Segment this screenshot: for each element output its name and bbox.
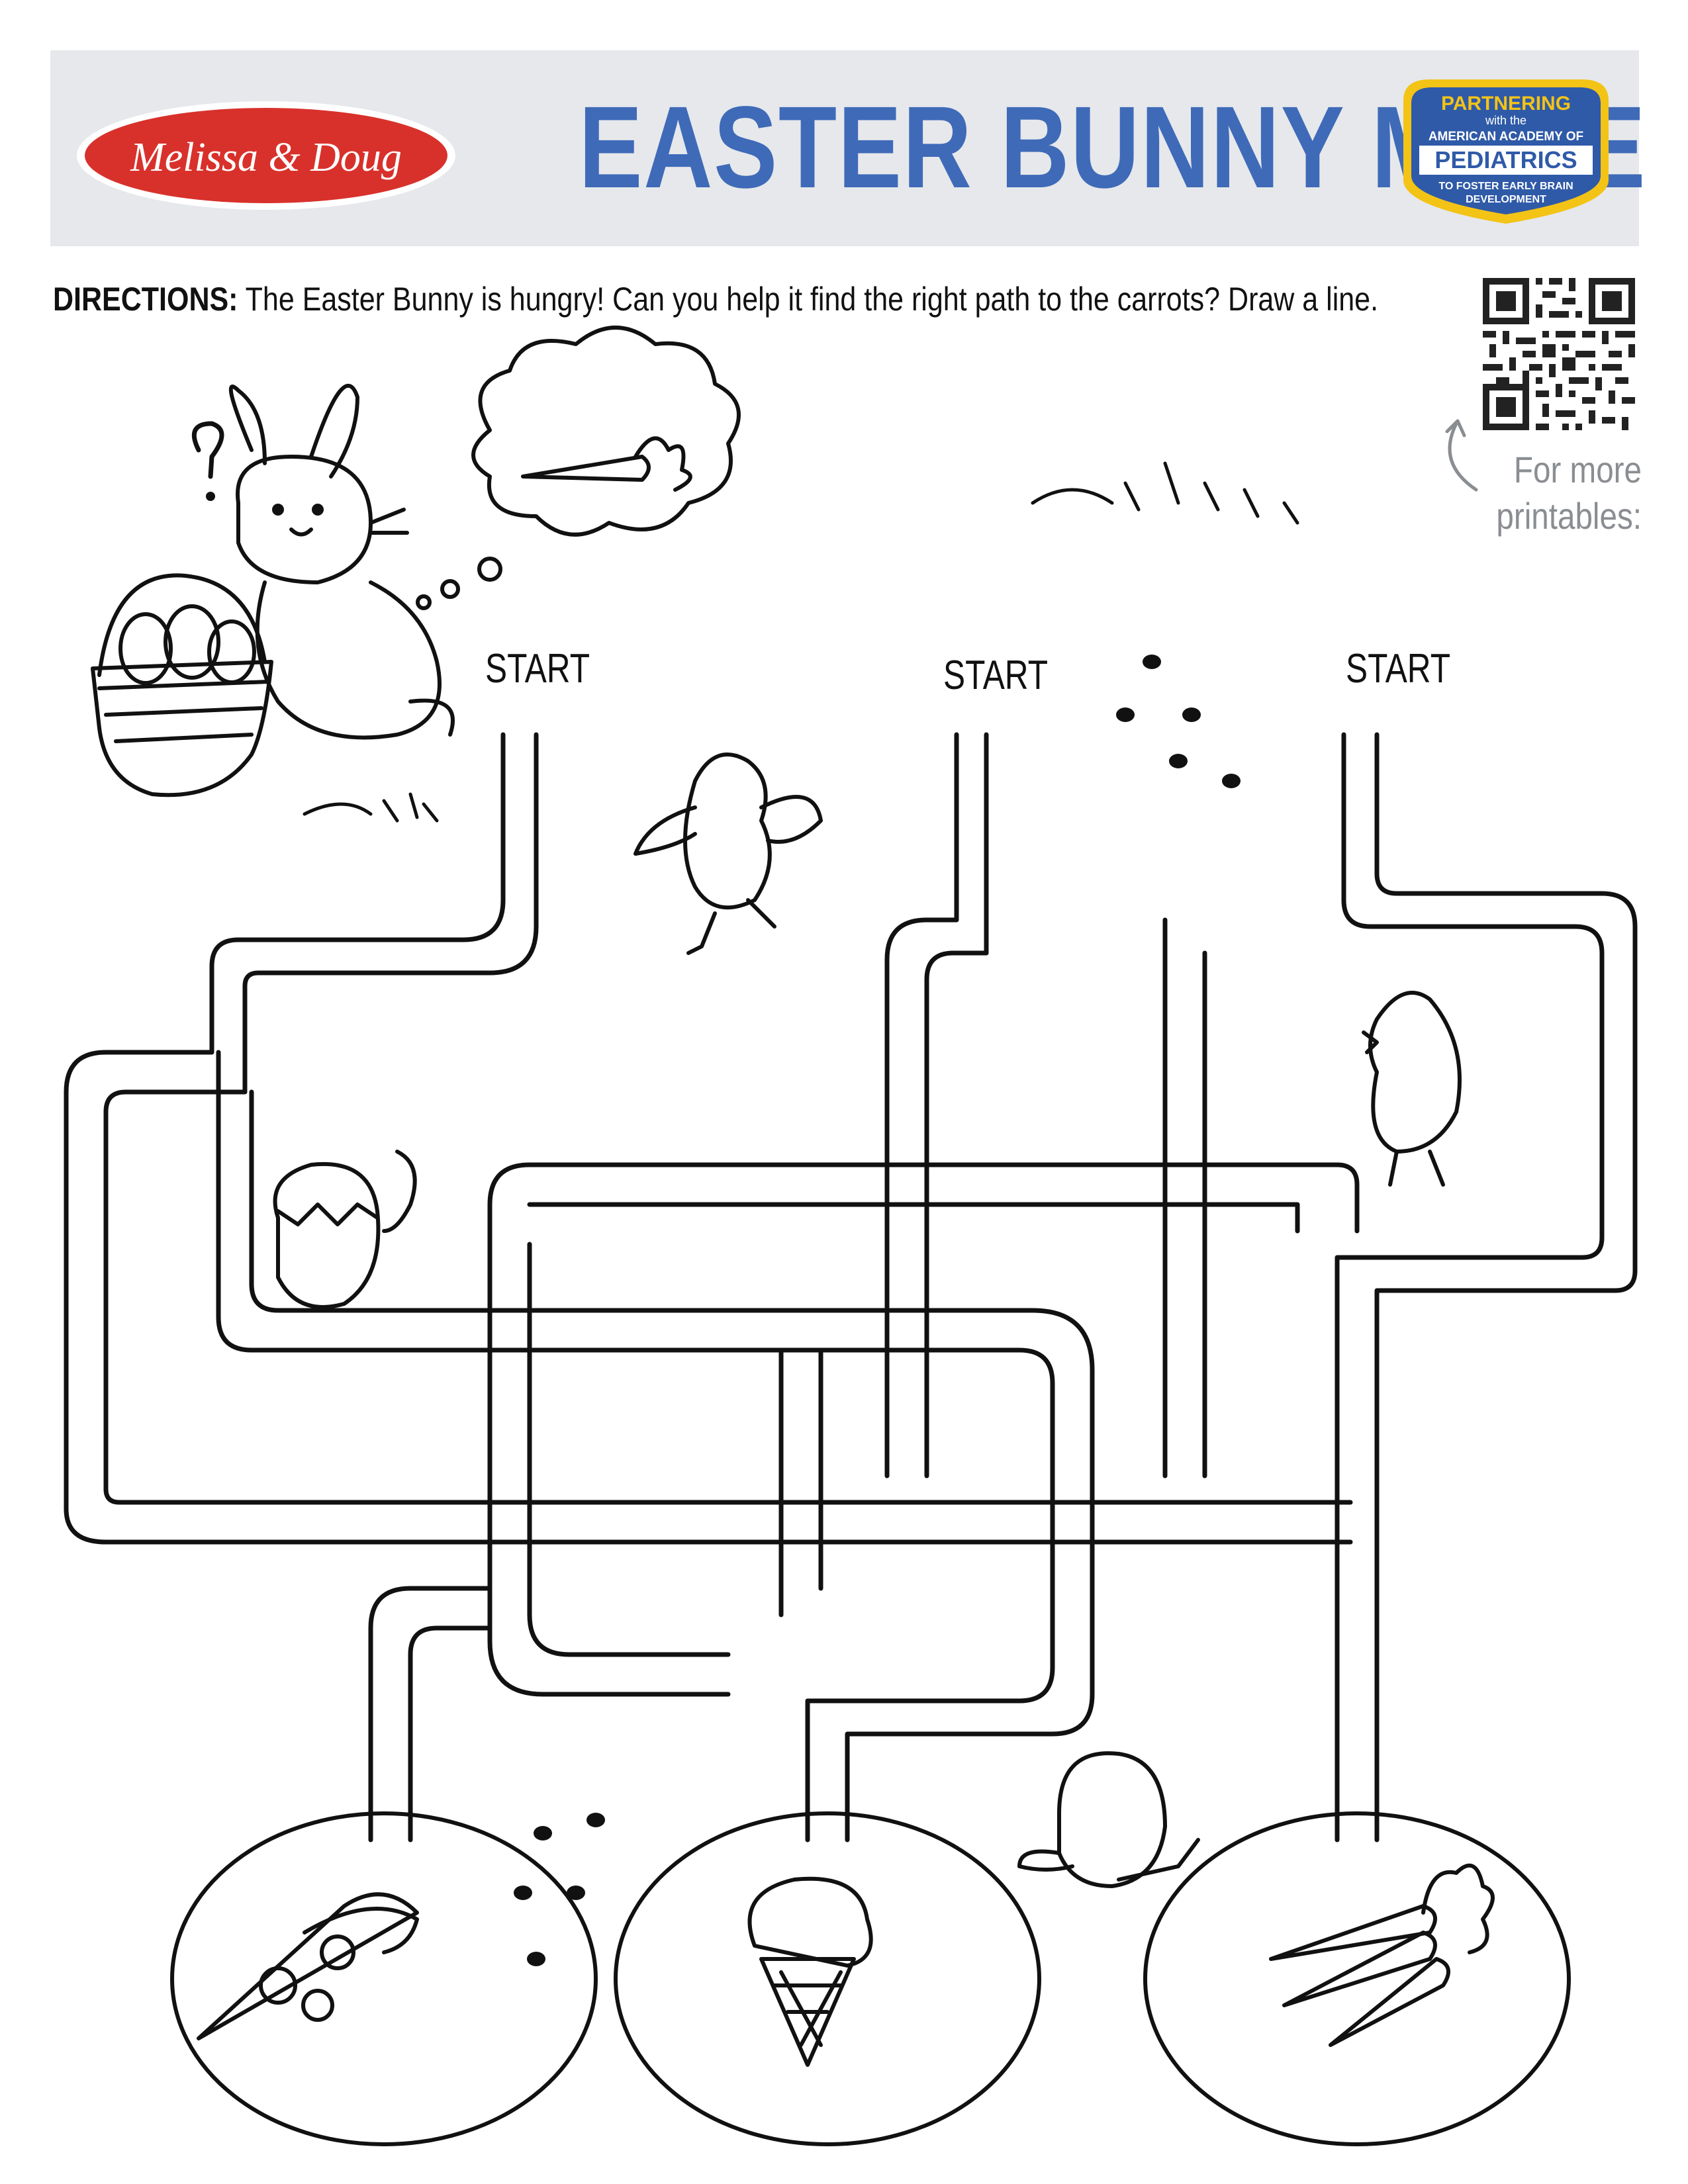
paw-prints-icon xyxy=(514,655,1241,1966)
bunny-icon xyxy=(191,383,455,740)
endpoint-carrots xyxy=(1143,1811,1571,2146)
directions-label: DIRECTIONS: xyxy=(53,281,238,318)
endpoint-pizza xyxy=(170,1811,598,2146)
start-label-1: START xyxy=(485,646,590,692)
chick-icon xyxy=(633,752,823,955)
start-label-3: START xyxy=(1346,646,1451,692)
maze-illustration xyxy=(0,251,1688,2171)
more-printables-caption: For more printables: xyxy=(1496,449,1642,537)
badge-academy: AMERICAN ACADEMY OF xyxy=(1429,130,1583,144)
qr-pointer-arrow xyxy=(1448,422,1478,492)
badge-development: DEVELOPMENT xyxy=(1466,194,1546,205)
chick-icon xyxy=(1362,991,1462,1187)
badge-with-the: with the xyxy=(1485,114,1526,127)
carrot-icon xyxy=(521,455,651,482)
qr-code[interactable] xyxy=(1483,278,1635,430)
badge-pediatrics: PEDIATRICS xyxy=(1434,146,1577,173)
start-label-2: START xyxy=(943,653,1049,698)
easter-basket-icon xyxy=(91,573,273,797)
directions: DIRECTIONS: The Easter Bunny is hungry! … xyxy=(53,278,1378,320)
page-title: EASTER BUNNY MAZE xyxy=(579,83,1647,212)
badge-foster: TO FOSTER EARLY BRAIN xyxy=(1438,181,1573,192)
grass-icon xyxy=(1031,461,1299,525)
maze-paths xyxy=(64,732,1638,1843)
pizza-icon xyxy=(197,1892,419,2040)
endpoint-ice-cream xyxy=(614,1811,1041,2146)
chick-icon xyxy=(1017,1751,1200,1888)
badge-partnering: PARTNERING xyxy=(1441,93,1571,114)
melissa-doug-logo: Melissa & Doug xyxy=(74,99,458,212)
carrots-bunch-icon xyxy=(1269,1863,1495,2047)
grass-icon xyxy=(303,792,439,823)
hatching-chick-icon xyxy=(273,1150,417,1309)
directions-text: The Easter Bunny is hungry! Can you help… xyxy=(238,281,1379,318)
ice-cream-icon xyxy=(747,1876,873,2067)
thought-bubble xyxy=(416,326,741,610)
aap-partner-badge: PARTNERING with the AMERICAN ACADEMY OF … xyxy=(1397,74,1615,226)
brand-wordmark: Melissa & Doug xyxy=(130,135,402,180)
